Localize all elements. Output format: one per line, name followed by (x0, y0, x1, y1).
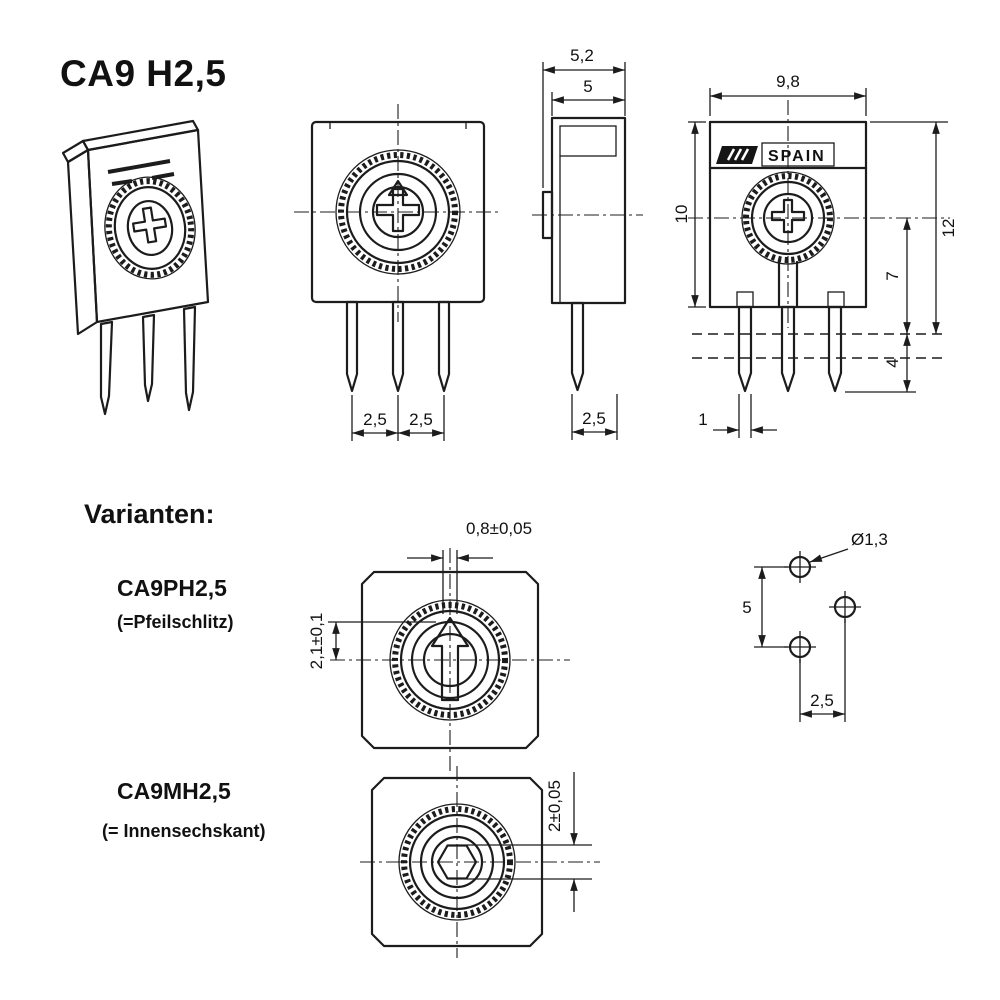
dim-rear-width: 9,8 (776, 72, 800, 91)
variant1-rotor (389, 599, 511, 721)
pin-horizontal-pitch-dimension: 2,5 (799, 619, 846, 722)
perspective-pin-right (182, 305, 197, 412)
variant1-body (360, 570, 540, 750)
rear-pin-below-board-dimension: 4 (845, 334, 916, 393)
front-arrow-tip (387, 179, 409, 197)
pin-hole-diameter-dimension: Ø1,3 (809, 530, 888, 563)
dim-rear-center-to-board: 7 (883, 271, 902, 280)
variant2-name: CA9MH2,5 (117, 778, 231, 804)
variant2-desc: (= Innensechskant) (102, 821, 266, 841)
rear-total-height-dimension: 12 (870, 121, 958, 334)
variant2-hex-dimension: 2±0,05 (467, 772, 592, 912)
dim-rear-pin-width: 1 (698, 410, 707, 429)
dim-variant1-slot-width: 0,8±0,05 (466, 519, 532, 538)
dim-pin-vertical-pitch: 5 (742, 598, 751, 617)
brand-text: SPAIN (768, 148, 826, 165)
perspective-top-face (81, 119, 200, 152)
side-pin-dimension: 2,5 (571, 394, 618, 440)
rear-cross-slot (770, 198, 806, 234)
variant1-desc: (=Pfeilschlitz) (117, 612, 234, 632)
side-body (550, 116, 627, 305)
page-title: CA9 H2,5 (60, 53, 226, 94)
pin-hole-top-left (784, 551, 816, 583)
rear-pin-middle (780, 305, 796, 393)
perspective-pin-left (99, 320, 114, 416)
variant2-hex-socket (436, 844, 478, 880)
variant1-slot-width-dimension: 0,8±0,05 (407, 519, 532, 614)
variant1-view: 0,8±0,05 2,1±0,1 (307, 519, 570, 772)
perspective-front-face (86, 128, 210, 324)
rear-rotor (741, 171, 835, 265)
front-pin-pitch-dimension: 2,5 2,5 (351, 395, 445, 441)
variants-heading: Varianten: (84, 499, 215, 529)
dim-rear-body-height: 10 (672, 205, 691, 224)
front-view: 2,5 2,5 (294, 104, 502, 441)
perspective-rotor (104, 176, 196, 280)
dim-rear-total-height: 12 (939, 219, 958, 238)
side-width-dimensions: 5,2 5 (542, 46, 626, 188)
dim-side-width-outer: 5,2 (570, 46, 594, 65)
side-view: 5,2 5 2,5 (532, 46, 643, 440)
variant2-rotor (398, 803, 516, 921)
rear-pin-right (827, 305, 843, 393)
rear-pin-left (737, 305, 753, 393)
dim-variant2-hex: 2±0,05 (545, 780, 564, 832)
dim-front-pitch-left: 2,5 (363, 410, 387, 429)
side-pin (570, 301, 585, 392)
dim-rear-pin-below-board: 4 (883, 358, 902, 367)
front-cross-slot (375, 187, 421, 233)
pin-vertical-pitch-dimension: 5 (742, 566, 788, 648)
dim-side-width-inner: 5 (583, 77, 592, 96)
perspective-pin-middle (141, 313, 156, 403)
dim-pin-horizontal-pitch: 2,5 (810, 691, 834, 710)
dim-variant1-slot-depth: 2,1±0,1 (307, 613, 326, 670)
perspective-view (61, 119, 210, 416)
pin-layout-view: Ø1,3 5 2,5 (742, 530, 888, 722)
variant1-name: CA9PH2,5 (117, 575, 227, 601)
front-pin-left (345, 300, 359, 393)
dim-front-pitch-right: 2,5 (409, 410, 433, 429)
variant2-view: 2±0,05 (360, 766, 600, 958)
front-rotor (335, 149, 461, 275)
dim-side-pin: 2,5 (582, 409, 606, 428)
variant2-body (370, 776, 544, 948)
side-shaft (541, 190, 554, 240)
rear-center-to-board-dimension: 7 (883, 218, 911, 334)
front-pin-middle (391, 300, 405, 393)
variant1-arrow-slot (430, 616, 470, 702)
front-pin-right (437, 300, 451, 393)
rear-width-dimension: 9,8 (709, 72, 867, 116)
brand-logo: SPAIN (716, 142, 835, 167)
pin-hole-bottom-left (784, 631, 816, 663)
variant1-slot-depth-dimension: 2,1±0,1 (307, 613, 436, 670)
dim-hole-diameter: Ø1,3 (851, 530, 888, 549)
rear-pin-width-dimension: 1 (698, 394, 777, 438)
rear-view: SPAIN 9,8 10 12 (672, 72, 958, 438)
pin-hole-middle-right (829, 591, 861, 623)
rear-height-dimension: 10 (672, 121, 706, 308)
